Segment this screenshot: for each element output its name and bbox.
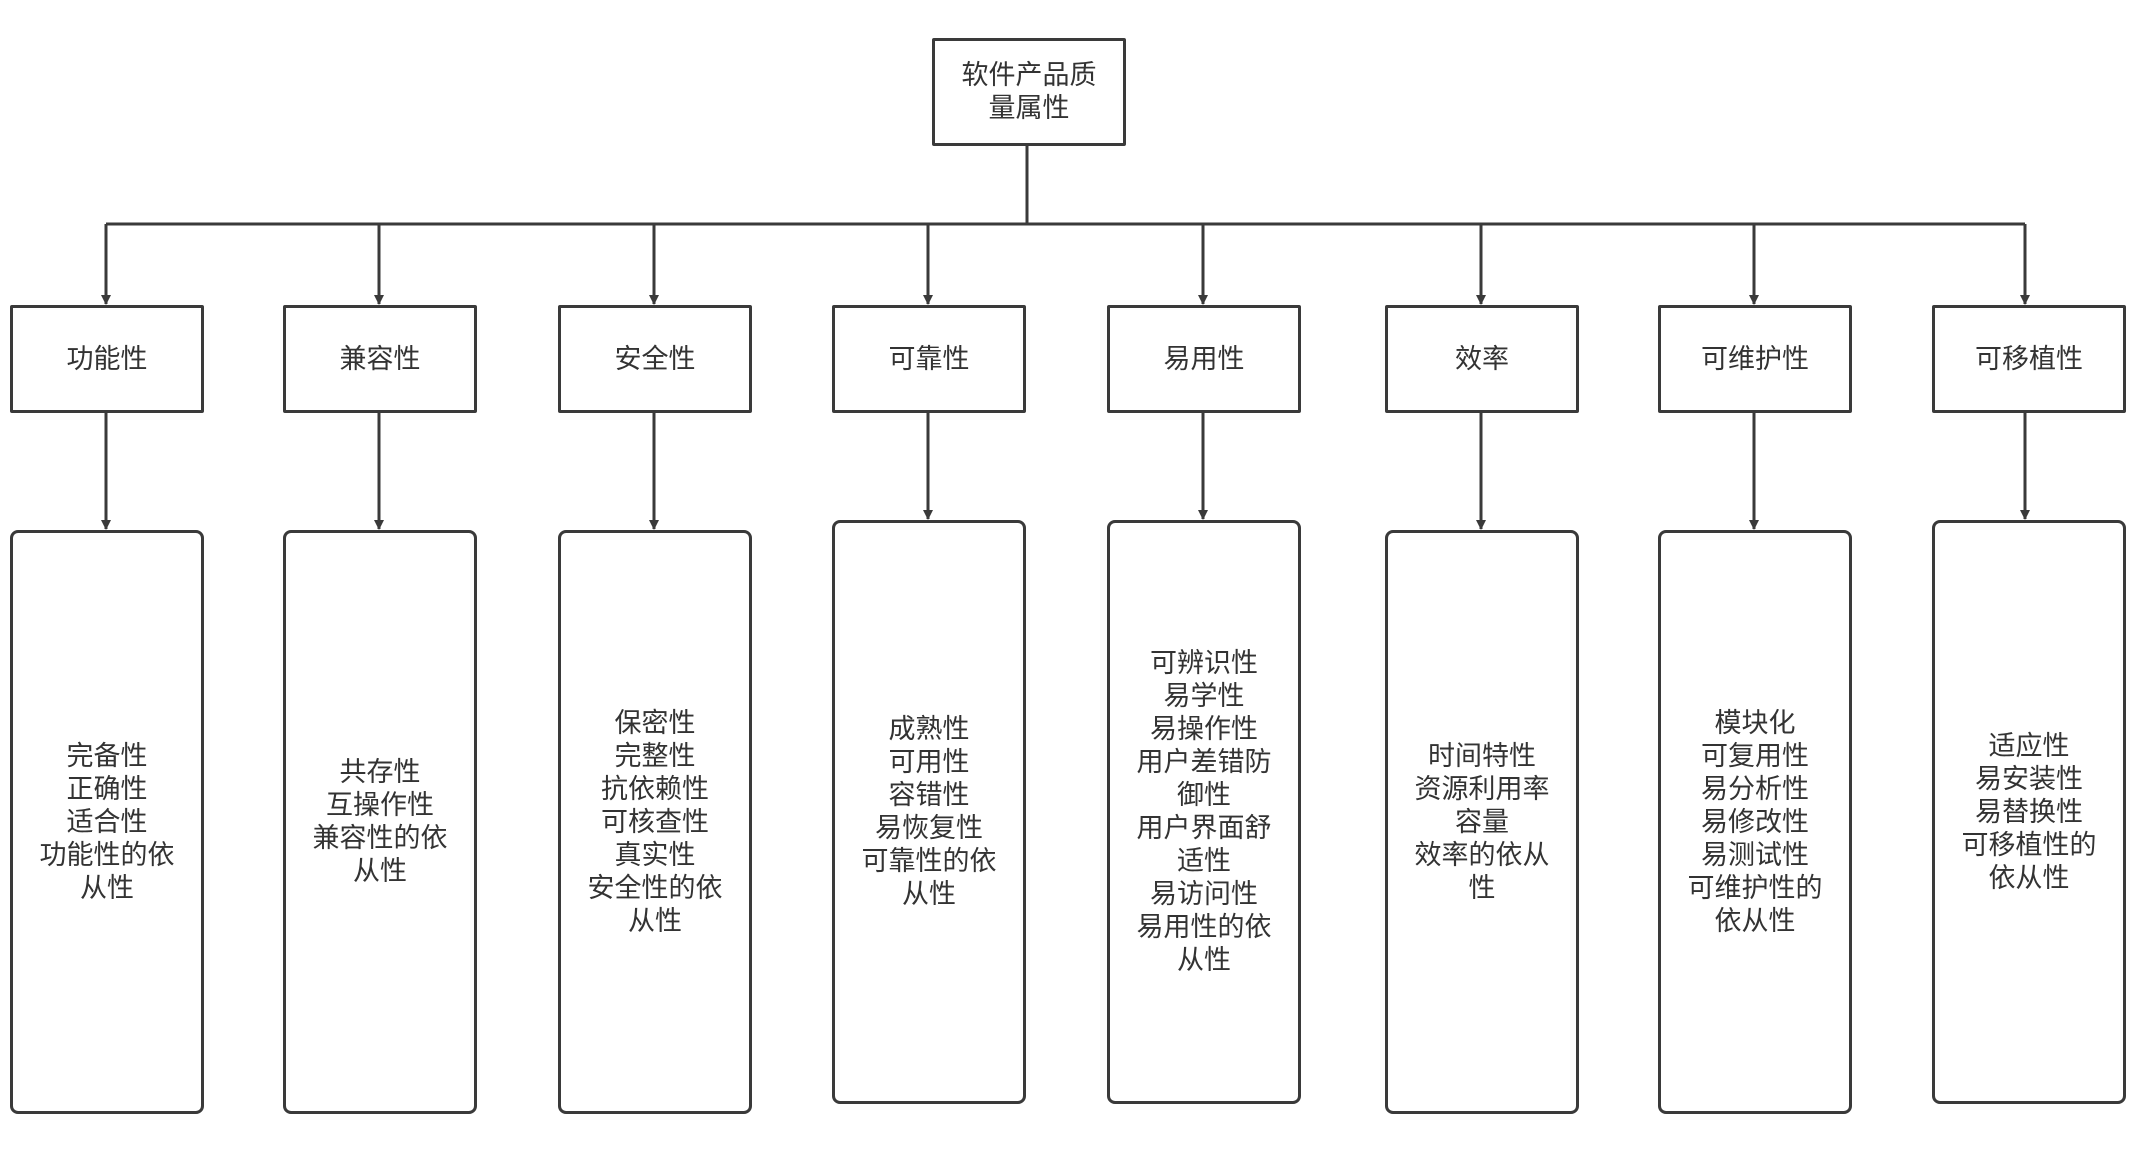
detail-list: 共存性 互操作性 兼容性的依 从性: [312, 757, 448, 887]
category-box: 安全性: [558, 305, 752, 413]
detail-list: 适应性 易安装性 易替换性 可移植性的 依从性: [1961, 730, 2097, 894]
category-box: 易用性: [1107, 305, 1301, 413]
category-label: 可移植性: [1975, 343, 2083, 375]
detail-list: 完备性 正确性 适合性 功能性的依 从性: [39, 740, 175, 904]
detail-list: 可辨识性 易学性 易操作性 用户差错防 御性 用户界面舒 适性 易访问性 易用性…: [1136, 648, 1272, 976]
category-label: 可靠性: [888, 343, 970, 375]
category-box: 功能性: [10, 305, 204, 413]
detail-box: 成熟性 可用性 容错性 易恢复性 可靠性的依 从性: [832, 520, 1026, 1104]
category-box: 兼容性: [283, 305, 477, 413]
detail-box: 模块化 可复用性 易分析性 易修改性 易测试性 可维护性的 依从性: [1658, 530, 1852, 1114]
category-label: 可维护性: [1701, 343, 1809, 375]
detail-box: 适应性 易安装性 易替换性 可移植性的 依从性: [1932, 520, 2126, 1104]
detail-box: 时间特性 资源利用率 容量 效率的依从 性: [1385, 530, 1579, 1114]
category-label: 功能性: [66, 343, 148, 375]
detail-list: 时间特性 资源利用率 容量 效率的依从 性: [1414, 740, 1550, 904]
root-label: 软件产品质 量属性: [961, 60, 1097, 124]
detail-box: 保密性 完整性 抗依赖性 可核查性 真实性 安全性的依 从性: [558, 530, 752, 1114]
detail-list: 保密性 完整性 抗依赖性 可核查性 真实性 安全性的依 从性: [587, 707, 723, 937]
category-label: 效率: [1455, 343, 1509, 375]
detail-box: 共存性 互操作性 兼容性的依 从性: [283, 530, 477, 1114]
category-box: 可维护性: [1658, 305, 1852, 413]
category-box: 可移植性: [1932, 305, 2126, 413]
detail-list: 模块化 可复用性 易分析性 易修改性 易测试性 可维护性的 依从性: [1687, 707, 1823, 937]
category-label: 易用性: [1163, 343, 1245, 375]
category-label: 兼容性: [339, 343, 421, 375]
detail-box: 完备性 正确性 适合性 功能性的依 从性: [10, 530, 204, 1114]
category-label: 安全性: [614, 343, 696, 375]
detail-box: 可辨识性 易学性 易操作性 用户差错防 御性 用户界面舒 适性 易访问性 易用性…: [1107, 520, 1301, 1104]
detail-list: 成熟性 可用性 容错性 易恢复性 可靠性的依 从性: [861, 714, 997, 910]
category-box: 效率: [1385, 305, 1579, 413]
category-box: 可靠性: [832, 305, 1026, 413]
root-node: 软件产品质 量属性: [932, 38, 1126, 146]
